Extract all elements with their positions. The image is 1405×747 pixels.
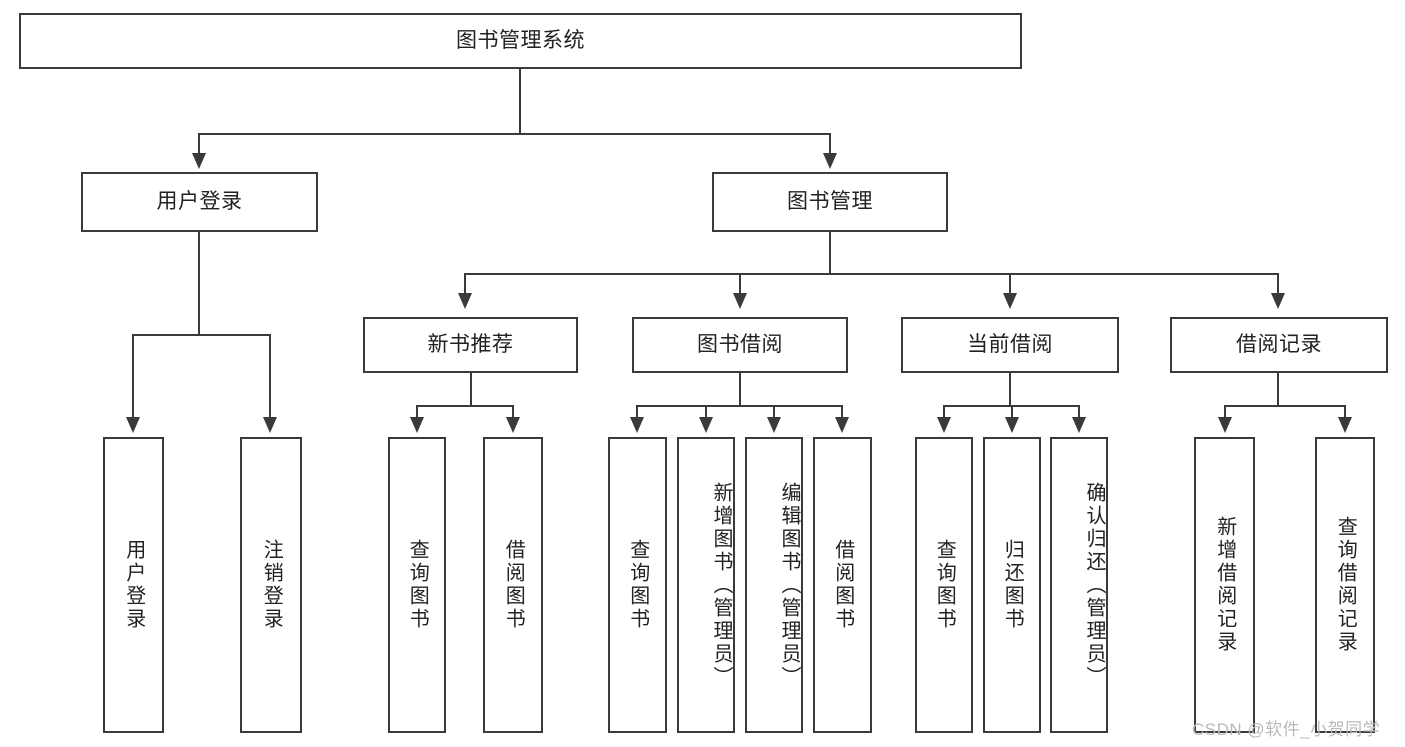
arrow-root-to-userlogin bbox=[192, 153, 206, 169]
connector-currentborrow-leaf1 bbox=[943, 405, 945, 419]
node-borrow-record[interactable]: 借阅记录 bbox=[1170, 317, 1388, 373]
arrow-borrowrecord-leaf1 bbox=[1218, 417, 1232, 433]
leaf-add-borrow-record[interactable]: 新增借阅记录 bbox=[1194, 437, 1255, 733]
arrow-bookborrow-leaf1 bbox=[630, 417, 644, 433]
node-label: 查询图书 bbox=[933, 539, 956, 631]
connector-bookborrow-leaf4 bbox=[841, 405, 843, 419]
arrow-bookmgmt-c4 bbox=[1271, 293, 1285, 309]
connector-bookmgmt-c1 bbox=[464, 273, 466, 295]
connector-borrowrecord-bar bbox=[1224, 405, 1346, 407]
connector-bookmgmt-c4 bbox=[1277, 273, 1279, 295]
node-label: 查询图书 bbox=[406, 539, 429, 631]
node-label: 编辑图书（管理员） bbox=[778, 481, 800, 689]
connector-bookmgmt-stem bbox=[829, 232, 831, 274]
leaf-confirm-return-admin[interactable]: 确认归还（管理员） bbox=[1050, 437, 1108, 733]
connector-bookborrow-leaf3 bbox=[773, 405, 775, 419]
arrow-newbook-leaf2 bbox=[506, 417, 520, 433]
connector-userlogin-bar bbox=[132, 334, 271, 336]
arrow-borrowrecord-leaf2 bbox=[1338, 417, 1352, 433]
arrow-newbook-leaf1 bbox=[410, 417, 424, 433]
connector-root-to-bookmgmt bbox=[829, 133, 831, 155]
arrow-currentborrow-leaf2 bbox=[1005, 417, 1019, 433]
node-label: 查询借阅记录 bbox=[1334, 516, 1357, 654]
connector-bookmgmt-c3 bbox=[1009, 273, 1011, 295]
arrow-root-to-bookmgmt bbox=[823, 153, 837, 169]
arrow-bookborrow-leaf2 bbox=[699, 417, 713, 433]
node-label: 用户登录 bbox=[156, 190, 243, 214]
leaf-return-books[interactable]: 归还图书 bbox=[983, 437, 1041, 733]
node-label: 新书推荐 bbox=[427, 333, 514, 357]
node-label: 注销登录 bbox=[260, 539, 283, 631]
connector-bookborrow-leaf1 bbox=[636, 405, 638, 419]
connector-userlogin-leaf2 bbox=[269, 334, 271, 419]
arrow-bookmgmt-c1 bbox=[458, 293, 472, 309]
connector-newbook-leaf2 bbox=[512, 405, 514, 419]
node-root-system[interactable]: 图书管理系统 bbox=[19, 13, 1022, 69]
connector-newbook-leaf1 bbox=[416, 405, 418, 419]
leaf-user-login[interactable]: 用户登录 bbox=[103, 437, 164, 733]
node-label: 用户登录 bbox=[122, 539, 145, 631]
node-label: 新增图书（管理员） bbox=[710, 481, 732, 689]
connector-bookborrow-leaf2 bbox=[705, 405, 707, 419]
connector-currentborrow-leaf2 bbox=[1011, 405, 1013, 419]
leaf-query-books-current[interactable]: 查询图书 bbox=[915, 437, 973, 733]
connector-currentborrow-leaf3 bbox=[1078, 405, 1080, 419]
node-user-login[interactable]: 用户登录 bbox=[81, 172, 318, 232]
node-label: 当前借阅 bbox=[967, 333, 1053, 357]
leaf-edit-book-admin[interactable]: 编辑图书（管理员） bbox=[745, 437, 803, 733]
arrow-userlogin-leaf2 bbox=[263, 417, 277, 433]
leaf-logout[interactable]: 注销登录 bbox=[240, 437, 302, 733]
arrow-bookborrow-leaf4 bbox=[835, 417, 849, 433]
arrow-userlogin-leaf1 bbox=[126, 417, 140, 433]
connector-borrowrecord-leaf1 bbox=[1224, 405, 1226, 419]
node-book-borrow[interactable]: 图书借阅 bbox=[632, 317, 848, 373]
node-label: 借阅图书 bbox=[502, 539, 525, 631]
connector-currentborrow-bar bbox=[943, 405, 1078, 407]
node-book-management[interactable]: 图书管理 bbox=[712, 172, 948, 232]
connector-bookmgmt-c2 bbox=[739, 273, 741, 295]
node-label: 图书管理 bbox=[787, 190, 873, 214]
connector-bookborrow-stem bbox=[739, 373, 741, 406]
connector-root-stem bbox=[519, 69, 521, 134]
connector-root-to-userlogin bbox=[198, 133, 200, 155]
connector-userlogin-stem bbox=[198, 232, 200, 335]
node-label: 借阅图书 bbox=[831, 539, 854, 631]
node-label: 图书管理系统 bbox=[456, 29, 585, 53]
connector-newbook-bar bbox=[416, 405, 514, 407]
leaf-borrow-books-borrow[interactable]: 借阅图书 bbox=[813, 437, 872, 733]
arrow-bookmgmt-c3 bbox=[1003, 293, 1017, 309]
connector-borrowrecord-stem bbox=[1277, 373, 1279, 406]
arrow-currentborrow-leaf1 bbox=[937, 417, 951, 433]
connector-bookmgmt-bar bbox=[464, 273, 1279, 275]
leaf-query-borrow-record[interactable]: 查询借阅记录 bbox=[1315, 437, 1375, 733]
arrow-bookborrow-leaf3 bbox=[767, 417, 781, 433]
node-label: 借阅记录 bbox=[1236, 333, 1322, 357]
leaf-query-books-borrow[interactable]: 查询图书 bbox=[608, 437, 667, 733]
connector-currentborrow-stem bbox=[1009, 373, 1011, 406]
connector-borrowrecord-leaf2 bbox=[1344, 405, 1346, 419]
node-label: 图书借阅 bbox=[697, 333, 783, 357]
connector-root-bar bbox=[198, 133, 831, 135]
arrow-currentborrow-leaf3 bbox=[1072, 417, 1086, 433]
connector-bookborrow-bar bbox=[636, 405, 843, 407]
node-label: 确认归还（管理员） bbox=[1083, 481, 1105, 689]
connector-newbook-stem bbox=[470, 373, 472, 406]
leaf-add-book-admin[interactable]: 新增图书（管理员） bbox=[677, 437, 735, 733]
node-current-borrow[interactable]: 当前借阅 bbox=[901, 317, 1119, 373]
leaf-borrow-books-recommend[interactable]: 借阅图书 bbox=[483, 437, 543, 733]
node-new-book-recommend[interactable]: 新书推荐 bbox=[363, 317, 578, 373]
node-label: 查询图书 bbox=[626, 539, 649, 631]
arrow-bookmgmt-c2 bbox=[733, 293, 747, 309]
node-label: 新增借阅记录 bbox=[1213, 516, 1236, 654]
connector-userlogin-leaf1 bbox=[132, 334, 134, 419]
node-label: 归还图书 bbox=[1001, 539, 1024, 631]
leaf-query-books-recommend[interactable]: 查询图书 bbox=[388, 437, 446, 733]
